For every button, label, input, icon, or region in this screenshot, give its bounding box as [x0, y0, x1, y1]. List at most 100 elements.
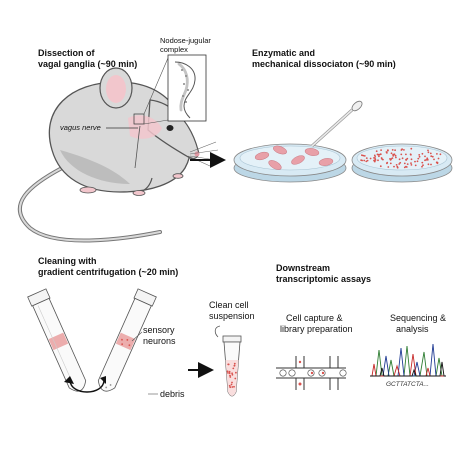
dissociated-cell	[414, 160, 416, 163]
dissociated-cell	[417, 157, 420, 160]
dissociated-cell	[394, 154, 397, 157]
suspended-cell	[235, 371, 237, 374]
dissociated-cell	[381, 158, 383, 160]
dissociated-cell	[424, 155, 426, 158]
dissociated-cell	[427, 151, 430, 154]
dissociated-cell	[389, 162, 392, 165]
suspension-label-line2: suspension	[209, 311, 255, 321]
suspended-cell	[233, 364, 236, 367]
dissociated-cell	[410, 147, 413, 150]
dissociated-cell	[436, 161, 438, 164]
eppendorf-tube	[214, 325, 242, 397]
dissociated-cell	[406, 157, 409, 160]
sensory-neurons-label-line1: sensory	[143, 325, 175, 335]
dissociated-cell	[409, 153, 412, 156]
dissociated-cell	[436, 153, 438, 155]
dissociated-cell	[401, 148, 403, 151]
nodose-jugular-inset	[167, 54, 207, 122]
suspended-cell	[229, 374, 231, 377]
suspended-cell	[231, 372, 234, 375]
cell-capture-chip	[276, 356, 346, 390]
dissociated-cell	[375, 150, 378, 153]
dissociated-cell	[393, 153, 396, 156]
sequencing-label-line1: Sequencing &	[390, 313, 447, 323]
cleaning-title-line1: Cleaning with	[38, 256, 97, 266]
dissociated-cell	[430, 155, 433, 158]
dissociated-cell	[399, 161, 402, 164]
dissociated-cell	[362, 154, 365, 157]
dissociated-cell	[405, 165, 407, 168]
sensory-neurons-label-line2: neurons	[143, 336, 176, 346]
dissociated-cell	[395, 156, 397, 159]
petri-dish-dissociated	[351, 143, 453, 183]
debris-label: debris	[160, 389, 185, 399]
downstream-title-line2: transcriptomic assays	[276, 274, 372, 284]
centrifuge-tube-left	[27, 288, 87, 392]
dissociated-cell	[380, 149, 382, 152]
suspended-cell	[227, 363, 230, 366]
dissociated-cell	[387, 166, 390, 168]
inset-label-line1: Nodose-jugular	[160, 36, 211, 45]
dissociated-cell	[379, 165, 382, 168]
dissociated-cell	[386, 162, 388, 165]
dissociated-cell	[390, 158, 393, 160]
dissociated-cell	[430, 163, 432, 166]
centrifuge-tube-right	[97, 288, 157, 392]
dissociated-cell	[360, 159, 362, 162]
suspended-cell	[232, 367, 235, 370]
sequencing-chromatogram	[370, 343, 446, 377]
dissociated-cell	[406, 163, 409, 166]
dissociated-cell	[378, 155, 380, 158]
suspended-cell	[229, 376, 232, 378]
suspended-cell	[234, 377, 237, 380]
vagus-nerve-label: vagus nerve	[60, 123, 101, 132]
dissociated-cell	[373, 157, 375, 159]
dissociated-cell	[398, 158, 401, 161]
dissociation-title-line1: Enzymatic and	[252, 48, 316, 58]
dissociated-cell	[439, 153, 442, 156]
suspended-cell	[230, 383, 233, 386]
inset-label-line2: complex	[160, 45, 188, 54]
suspended-cell	[231, 381, 233, 384]
suspended-cell	[231, 373, 234, 376]
dissociated-cell	[427, 163, 430, 166]
dissociated-cell	[433, 158, 435, 161]
dissociated-cell	[374, 156, 377, 158]
dissociated-cell	[403, 149, 405, 151]
dissociated-cell	[386, 152, 388, 154]
dissociated-cell	[431, 155, 434, 158]
dissociated-cell	[425, 159, 428, 161]
dissociated-cell	[405, 158, 407, 161]
dissociated-cell	[426, 158, 429, 161]
dissociated-cell	[427, 149, 429, 152]
dissociated-cell	[421, 152, 424, 155]
dissociated-cell	[421, 161, 424, 164]
dissociated-cell	[403, 162, 406, 165]
dissociated-cell	[363, 155, 366, 157]
dissociated-cell	[387, 149, 389, 152]
dissociated-cell	[366, 159, 369, 162]
dissociated-cell	[395, 164, 398, 166]
dissociated-cell	[393, 165, 395, 168]
capture-label-line2: library preparation	[280, 324, 353, 334]
dissociated-cell	[376, 153, 379, 156]
dissociated-cell	[400, 153, 403, 156]
dissociated-cell	[373, 154, 376, 157]
dissociated-cell	[410, 164, 413, 166]
rotate-icon	[64, 376, 106, 393]
dissociated-cell	[391, 149, 394, 151]
suspended-cell	[231, 386, 234, 388]
dissociated-cell	[418, 155, 421, 158]
dissociated-cell	[377, 159, 379, 162]
dissociated-cell	[363, 159, 366, 162]
dissociated-cell	[410, 158, 413, 161]
suspended-cell	[233, 362, 236, 365]
dissociated-cell	[361, 154, 363, 157]
dissociated-cell	[422, 164, 424, 167]
suspended-cell	[228, 384, 231, 387]
dissociated-cell	[418, 154, 421, 156]
capture-label-line1: Cell capture &	[286, 313, 343, 323]
suspended-cell	[229, 386, 232, 389]
dissociated-cell	[416, 160, 419, 163]
